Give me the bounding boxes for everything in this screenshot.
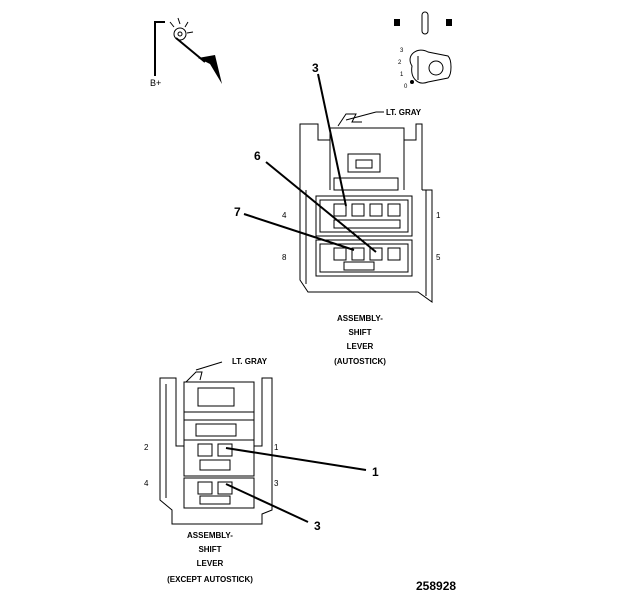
cavity-7	[369, 247, 383, 261]
pin-label-5: 5	[436, 253, 441, 262]
cavity-b2	[217, 443, 233, 457]
cavity-1	[333, 203, 347, 217]
key-slot-icon	[421, 11, 429, 35]
callout-6: 6	[254, 149, 261, 163]
upper-cavity-block	[315, 195, 413, 237]
cavity-b1	[197, 443, 213, 457]
caption-line-1: ASSEMBLY-	[337, 314, 383, 323]
caption-b-line-4: (EXCEPT AUTOSTICK)	[167, 575, 253, 584]
key-pos-2: 2	[398, 60, 402, 66]
caption-b-line-2: SHIFT	[198, 545, 221, 554]
caption-b-line-3: LEVER	[197, 559, 224, 568]
lamp-icon	[173, 27, 187, 41]
key-pos-1: 1	[400, 72, 404, 78]
center-lock	[347, 153, 381, 173]
center-lock-bottom	[197, 387, 235, 407]
pin-label-b2: 2	[144, 443, 149, 452]
housing-bottom	[159, 377, 273, 525]
housing-body	[299, 189, 433, 303]
lower-cavity-block-bottom	[183, 477, 255, 509]
cavity-6	[351, 247, 365, 261]
callout-3: 3	[312, 61, 319, 75]
housing-top	[299, 123, 423, 190]
lock-tab	[337, 113, 362, 127]
callout-7: 7	[234, 205, 241, 219]
switch-legend: B+	[150, 17, 222, 88]
cavity-2	[351, 203, 365, 217]
caption-line-4: (AUTOSTICK)	[334, 357, 386, 366]
wire-color-label-bottom: LT. GRAY	[232, 357, 268, 366]
upper-cavity-block-bottom	[183, 439, 255, 477]
ignition-legend: 3 2 1 0	[394, 11, 452, 90]
callout-b1: 1	[372, 465, 379, 479]
pin-label-4: 4	[282, 211, 287, 220]
cavity-b4	[217, 481, 233, 495]
figure-number: 258928	[416, 579, 456, 593]
bplus-label: B+	[150, 78, 161, 88]
caption-b-line-1: ASSEMBLY-	[187, 531, 233, 540]
connector-except-autostick: LT. GRAY 2 1 4 3 1 3 ASSEMBLY- SHIFT LEV…	[144, 357, 379, 584]
callout-b3: 3	[314, 519, 321, 533]
cavity-b3	[197, 481, 213, 495]
key-head-icon	[409, 49, 452, 84]
leader-b3	[225, 483, 309, 523]
ground-line	[154, 21, 165, 76]
lamp-rays	[169, 17, 194, 34]
pin-label-b3: 3	[274, 479, 279, 488]
indicator-square-left	[394, 19, 400, 26]
caption-line-3: LEVER	[347, 342, 374, 351]
cavity-4	[387, 203, 401, 217]
pin-label-b4: 4	[144, 479, 149, 488]
pin-label-1: 1	[436, 211, 441, 220]
connector-autostick: LT. GRAY 4 1 8 5 3 6 7 ASSEMBLY- SHIFT L…	[234, 61, 441, 366]
cavity-8	[387, 247, 401, 261]
wire-color-label: LT. GRAY	[386, 108, 422, 117]
lock-tab-bottom	[185, 371, 203, 383]
pin-label-8: 8	[282, 253, 287, 262]
indicator-square-right	[446, 19, 452, 26]
key-pos-0: 0	[404, 84, 408, 90]
lower-cavity-block	[315, 239, 413, 277]
leader-7	[243, 213, 355, 251]
leader-6	[265, 161, 377, 253]
leader-b1	[225, 447, 367, 471]
pin-label-b1: 1	[274, 443, 279, 452]
caption-line-2: SHIFT	[348, 328, 371, 337]
cavity-5	[333, 247, 347, 261]
key-pos-3: 3	[400, 48, 404, 54]
cavity-3	[369, 203, 383, 217]
switch-pointer-icon	[198, 55, 222, 84]
leader-3	[317, 73, 347, 207]
